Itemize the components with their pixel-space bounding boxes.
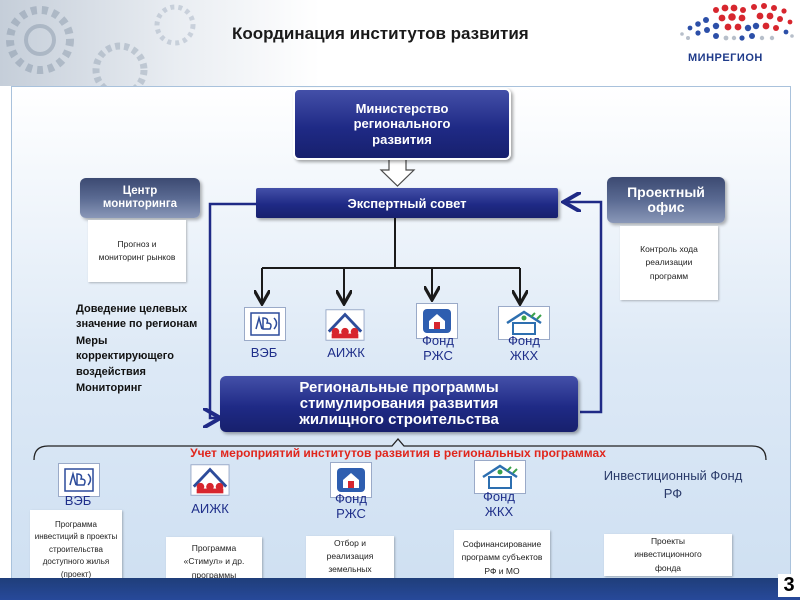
left-list-item: Мониторинг xyxy=(76,381,142,394)
bottom-label-veb: ВЭБ xyxy=(64,493,92,508)
monitoring-center-label: Центр мониторинга xyxy=(102,185,178,210)
bottom-note-invest-fund: Проекты инвестиционного фонда xyxy=(604,534,732,576)
bottom-label-rzhs: Фонд РЖС xyxy=(335,491,367,521)
zhkh-logo-icon xyxy=(498,306,550,340)
monitoring-center-box: Центр мониторинга xyxy=(80,178,200,218)
minregion-logo-text: МИНРЕГИОН xyxy=(688,52,763,64)
page-title: Координация институтов развития xyxy=(232,24,529,43)
regional-programs-box: Региональные программы стимулирования ра… xyxy=(220,376,578,432)
minregion-logo-icon xyxy=(680,3,794,41)
bottom-label-zhkh: Фонд ЖКХ xyxy=(483,489,515,519)
monitoring-center-note-text: Прогноз и мониторинг рынков xyxy=(98,238,176,262)
ministry-label: Министерство регионального развития xyxy=(353,100,451,147)
bottom-note-invest-fund-text: Проекты инвестиционного фонда xyxy=(634,536,702,573)
bottom-note-aizhk-text: Программа «Стимул» и др. программы xyxy=(183,543,245,580)
veb-logo-icon xyxy=(58,463,100,497)
institution-label-aizhk: АИЖК xyxy=(327,345,365,360)
expert-council-box: Экспертный совет xyxy=(256,188,558,218)
project-office-note-text: Контроль хода реализации программ xyxy=(640,244,698,281)
bottom-label-invest-fund: Инвестиционный Фонд РФ xyxy=(603,468,743,502)
left-list-item: Доведение целевых значение по регионам xyxy=(76,303,198,331)
institution-label-zhkh: Фонд ЖКХ xyxy=(508,333,540,363)
bottom-note-zhkh-text: Софинансирование программ субъектов РФ и… xyxy=(461,539,543,576)
regional-programs-label: Региональные программы стимулирования ра… xyxy=(299,379,499,428)
monitoring-center-note: Прогноз и мониторинг рынков xyxy=(88,220,186,282)
down-arrow-icon xyxy=(379,157,416,187)
veb-logo-icon xyxy=(244,307,286,341)
aizhk-logo-icon xyxy=(325,309,365,341)
page-number: 3 xyxy=(778,574,800,597)
institution-label-rzhs: Фонд РЖС xyxy=(422,333,454,363)
bracket-label: Учет мероприятий институтов развития в р… xyxy=(190,446,606,460)
footer-band xyxy=(0,578,800,600)
left-list: Доведение целевых значение по регионам М… xyxy=(76,302,206,396)
expert-council-label: Экспертный совет xyxy=(347,195,467,211)
bottom-label-aizhk: АИЖК xyxy=(191,501,229,516)
rzhs-logo-icon xyxy=(330,462,372,498)
ministry-box: Министерство регионального развития xyxy=(293,88,511,160)
bottom-note-veb-text: Программа инвестиций в проекты строитель… xyxy=(34,520,118,579)
project-office-label: Проектный офис xyxy=(627,183,705,215)
bottom-note-zhkh: Софинансирование программ субъектов РФ и… xyxy=(454,530,550,586)
gear-background-icon xyxy=(6,4,196,86)
project-office-note: Контроль хода реализации программ xyxy=(620,226,718,300)
bottom-note-veb: Программа инвестиций в проекты строитель… xyxy=(30,510,122,590)
left-list-item: Меры корректирующего воздействия xyxy=(76,334,174,378)
zhkh-logo-icon xyxy=(474,460,526,494)
project-office-box: Проектный офис xyxy=(607,177,725,223)
institution-label-veb: ВЭБ xyxy=(250,345,278,360)
rzhs-logo-icon xyxy=(416,303,458,339)
aizhk-logo-icon xyxy=(190,464,230,496)
header-banner xyxy=(0,0,800,86)
